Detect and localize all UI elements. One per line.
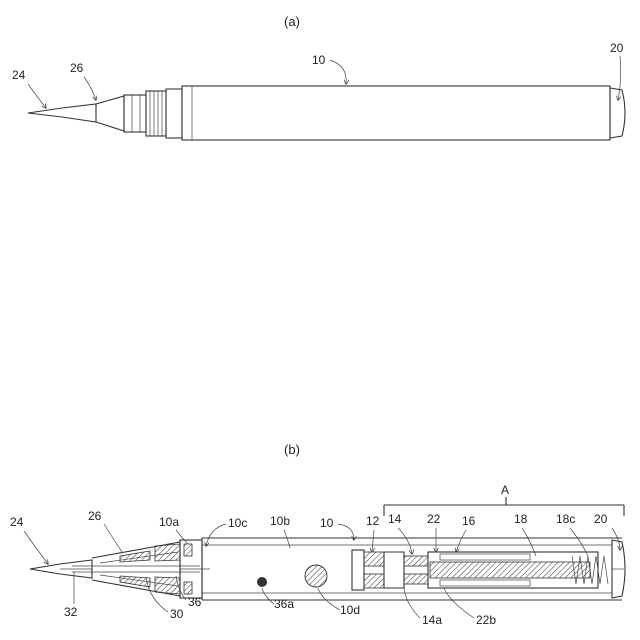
label-10c: 10c [228,516,247,530]
label-10-b: 10 [320,516,334,530]
label-24-b: 24 [10,515,24,529]
part-36a-dot [257,577,267,587]
label-36a: 36a [274,597,294,611]
section-a-bracket: A [384,483,624,516]
barrel-a [182,86,610,140]
label-30: 30 [170,607,184,621]
label-10b: 10b [270,514,290,528]
figure-a: (a) 24 26 10 20 [12,14,625,140]
figure-a-caption: (a) [284,14,300,29]
grip-a [124,95,146,132]
label-10a: 10a [159,515,179,529]
part-10d-circle [305,565,327,587]
label-20-a: 20 [610,41,624,55]
label-24-a: 24 [12,68,26,82]
label-20-b: 20 [594,512,608,526]
label-18c: 18c [556,512,575,526]
label-10-a: 10 [312,53,326,67]
label-12: 12 [366,514,380,528]
label-18: 18 [514,512,528,526]
figure-b-caption: (b) [284,442,300,457]
label-26-b: 26 [88,509,102,523]
label-36: 36 [188,595,202,609]
label-16: 16 [462,514,476,528]
label-10d: 10d [340,603,360,617]
label-26-a: 26 [70,61,84,75]
pen-exterior [28,86,625,140]
label-14: 14 [388,512,402,526]
label-14a: 14a [422,613,442,627]
label-a: A [501,483,509,497]
label-22b: 22b [476,613,496,627]
label-32: 32 [64,605,78,619]
figure-b: (b) A [10,442,625,627]
cap-a [610,88,625,138]
label-22: 22 [427,512,441,526]
pen-tip-a [28,104,96,122]
nozzle-a [96,96,124,131]
